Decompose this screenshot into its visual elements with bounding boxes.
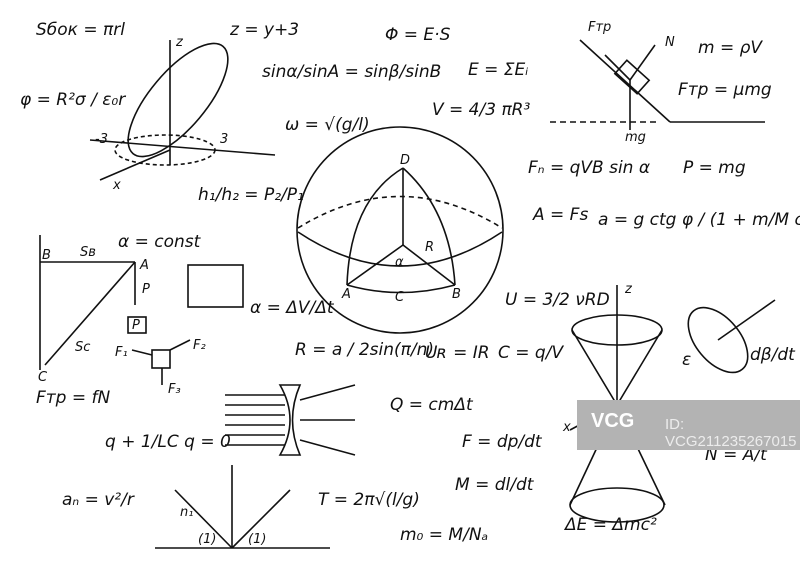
label-r: R — [425, 240, 435, 255]
label-b: B — [452, 287, 461, 302]
label-n: N — [665, 35, 675, 50]
formula-friction: Fтр = fN — [36, 388, 111, 408]
formula-phi: φ = R²σ / ε₀r — [20, 90, 126, 110]
formula-ohm: Uʀ = IR — [425, 343, 490, 363]
label-alpha: α — [395, 255, 404, 270]
label-sc: Sc — [75, 340, 91, 355]
formula-heat: Q = cmΔt — [390, 395, 473, 415]
watermark-id: ID: VCG211235267015 — [665, 416, 797, 450]
label-p: P — [142, 282, 150, 297]
formula-voltage: U = 3/2 νRD — [505, 290, 610, 310]
label-x: x — [113, 178, 121, 193]
formula-weight: P = mg — [683, 158, 746, 178]
label-sb: Sв — [80, 245, 96, 260]
formula-volume: V = 4/3 πR³ — [432, 100, 531, 120]
formula-lc: q + 1/LC q = 0 — [105, 432, 231, 452]
formula-z: z = y+3 — [230, 20, 300, 40]
3d-cylinder-sketch — [89, 40, 276, 181]
label-c2: C — [38, 370, 48, 385]
formula-e-sum: E = ΣEᵢ — [468, 60, 529, 80]
formula-emf: ε — [682, 350, 692, 370]
label-c: C — [395, 290, 405, 305]
label-cone-x: x — [563, 420, 571, 435]
formula-ang-acc: α = ΔV/Δt — [250, 298, 334, 318]
formula-snell: sinα/sinA = sinβ/sinB — [262, 62, 442, 82]
formula-energy: ΔE = Δmc² — [565, 515, 657, 535]
force-diagram — [131, 339, 191, 385]
formula-capacitance: C = q/V — [498, 343, 564, 363]
label-one-right: (1) — [248, 532, 267, 547]
label-f2: F₂ — [193, 338, 206, 353]
formula-a: a = g ctg φ / (1 + m/M ctg²φ) — [598, 210, 800, 230]
label-z: z — [176, 35, 183, 50]
formula-alpha-const: α = const — [118, 232, 201, 252]
formula-dbdt: dβ/dt — [750, 345, 795, 365]
formula-lorentz: Fₙ = qVB sin α — [528, 158, 651, 178]
label-d: D — [400, 153, 411, 168]
formula-flux: Φ = E·S — [385, 25, 451, 45]
label-pos3: 3 — [220, 132, 229, 147]
incline-diagram — [550, 39, 765, 130]
label-f1: F₁ — [115, 345, 128, 360]
sphere-diagram — [296, 126, 504, 334]
label-a: A — [342, 287, 351, 302]
formula-pressure: h₁/h₂ = P₂/P₁ — [198, 185, 304, 205]
lens-diagram — [225, 384, 356, 456]
watermark: VCG ID: VCG211235267015 — [577, 400, 800, 450]
formula-radius: R = a / 2sin(π/n) — [295, 340, 434, 360]
label-mg: mg — [625, 130, 646, 145]
formula-s-cone: Sбок = πrl — [36, 20, 125, 40]
formula-period: T = 2π√(l/g) — [318, 490, 420, 510]
formula-friction-incline: Fтр = μmg — [678, 80, 772, 100]
box-diagram — [187, 264, 244, 308]
label-f3: F₃ — [168, 382, 181, 397]
formula-m: m = ρV — [698, 38, 763, 58]
label-cone-z: z — [625, 282, 632, 297]
formula-power: N = A/t — [705, 445, 767, 465]
label-ftr: Fтр — [588, 20, 612, 35]
label-b2: B — [42, 248, 51, 263]
formula-force: F = dp/dt — [462, 432, 542, 452]
ellipse-loop — [687, 299, 776, 374]
formula-omega: ω = √(g/l) — [285, 115, 370, 135]
formula-molar: m₀ = M/Nₐ — [400, 525, 489, 545]
formula-a-f: A = Fs — [533, 205, 589, 225]
watermark-logo: VCG — [591, 410, 635, 432]
wall-vector-diagram — [39, 235, 147, 370]
reflection-diagram — [155, 465, 330, 549]
label-n1: n₁ — [180, 505, 194, 520]
label-a2: A — [140, 258, 149, 273]
formula-mass-rate: M = dl/dt — [455, 475, 534, 495]
formula-centripetal: aₙ = v²/r — [62, 490, 134, 510]
label-neg3: -3 — [95, 132, 108, 147]
label-one-left: (1) — [198, 532, 217, 547]
label-pbox: P — [132, 318, 140, 333]
